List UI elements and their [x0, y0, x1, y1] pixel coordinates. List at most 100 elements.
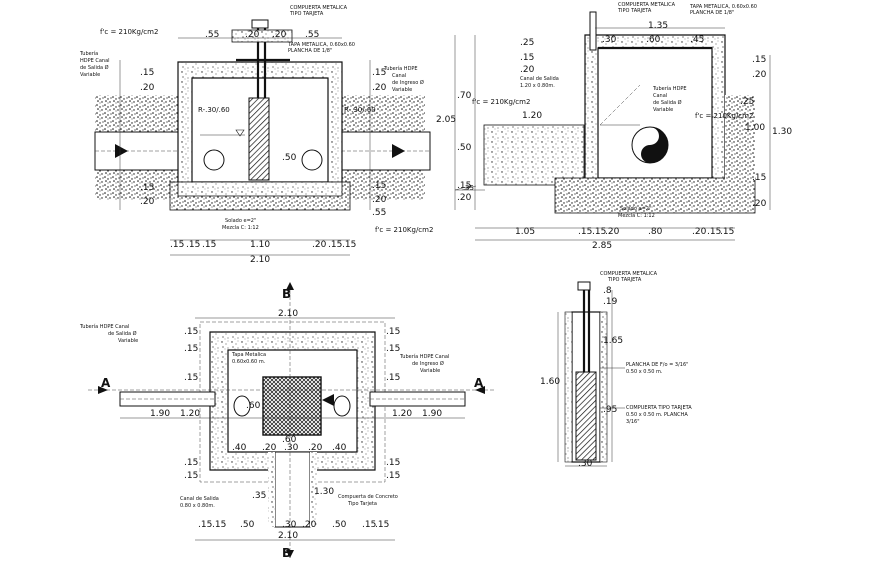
section-a-labels: COMPUERTA METALICA TIPO TARJETA .55 .20 … — [79, 5, 433, 265]
sa-fc-right: f'c = 210Kg/cm2 — [375, 226, 433, 234]
sa-bdim-5: .20 — [312, 240, 327, 250]
plan-ldim-1: .15 — [184, 327, 198, 337]
dt-comp-1: COMPUERTA TIPO TARJETA — [626, 405, 692, 411]
sb-ldim-2: .15 — [520, 53, 534, 63]
plan-bdim-7: .15 — [362, 520, 376, 530]
sa-tub-right-1: Tubería HDPE — [383, 65, 418, 72]
sa-solado-1: Solado e=2" — [225, 218, 256, 224]
sa-tub-left-1: Tubería — [79, 50, 98, 57]
sb-tub-4: Variable — [653, 107, 673, 113]
sa-bl-dim-1: .15 — [140, 183, 154, 193]
dt-comp-2: 0.50 x 0.50 m. PLANCHA — [626, 412, 688, 418]
sa-level-2: R-.30/.60 — [344, 106, 376, 114]
plan-idim-2: .20 — [262, 443, 277, 453]
canal-block — [483, 124, 585, 186]
flow-arrow-right — [392, 144, 405, 158]
plan-walls — [209, 331, 376, 471]
sa-right-dim-2: .20 — [372, 83, 387, 93]
plan-tapa-1: Tapa Metalica — [231, 352, 266, 358]
sa-total: 2.10 — [250, 255, 270, 265]
sa-tapa-1: TAPA METALICA, 0.60x0.60 — [287, 42, 355, 48]
sa-tub-right-2: Canal — [392, 73, 406, 79]
sb-tapa-1: TAPA METALICA, 0.60x0.60 — [689, 4, 757, 10]
dt-dim-4: 1.60 — [540, 377, 560, 387]
sa-comp-label-1: COMPUERTA METALICA — [290, 5, 348, 11]
plan-bdim-5: .20 — [302, 520, 317, 530]
sb-rdim-4: 1.00 — [745, 123, 765, 133]
sb-top-dim-4: .45 — [690, 35, 704, 45]
plan-flow-arrow — [322, 394, 334, 406]
dt-dim-5: .95 — [603, 405, 617, 415]
sa-left-dim-1: .15 — [140, 68, 154, 78]
plan-total-bottom: 2.10 — [278, 531, 298, 541]
plan-idim-5: .40 — [332, 443, 347, 453]
sb-bdim-5: .80 — [648, 227, 663, 237]
dt-dim-3: 1.65 — [603, 336, 623, 346]
sb-bdim-1: 1.05 — [515, 227, 535, 237]
sa-fc-left: f'c = 210Kg/cm2 — [100, 28, 158, 36]
plan-rdim-3: .15 — [386, 373, 400, 383]
sa-bdim-1: .15 — [170, 240, 184, 250]
sb-ldim-1: .25 — [520, 38, 534, 48]
sb-rdim-1: .15 — [752, 55, 766, 65]
plan-canal-2: 0.80 x 0.80m. — [180, 503, 215, 509]
sa-dim-top-2: .20 — [245, 30, 260, 40]
flow-arrow-left — [115, 144, 128, 158]
plan-dim-35: .35 — [252, 491, 266, 501]
sa-level-1: R-.30/.60 — [198, 106, 230, 114]
sb-bdim-2: .15 — [578, 227, 592, 237]
plan-pdim-r2: 1.90 — [422, 409, 442, 419]
plan-ldim-3: .15 — [184, 373, 198, 383]
plan-pdim-l1: 1.90 — [150, 409, 170, 419]
sb-ldim-5: 2.05 — [436, 115, 456, 125]
dt-dim-1: .8 — [603, 286, 612, 296]
plan-tapa-2: 0.60x0.60 m. — [232, 359, 266, 365]
plan-section-a-right: A — [474, 376, 484, 390]
plan-bdim-3: .50 — [240, 520, 255, 530]
sb-bdim-7: .15 — [707, 227, 721, 237]
sa-bdim-6: .15 — [328, 240, 342, 250]
sb-fc-left: f'c = 210Kg/cm2 — [472, 98, 530, 106]
sb-bdim-4: .20 — [605, 227, 620, 237]
sb-top-dim-2: .30 — [602, 35, 617, 45]
plan-bdim-8: .15 — [375, 520, 389, 530]
sb-solado-2: Mezcla C: 1:12 — [618, 213, 655, 219]
sa-bl-dim-2: .20 — [140, 197, 155, 207]
sa-tapa-2: PLANCHA DE 1/8" — [288, 48, 332, 54]
sb-tub-1: Tubería HDPE — [652, 85, 687, 92]
sa-bdim-4: 1.10 — [250, 240, 270, 250]
sa-bdim-7: .15 — [342, 240, 356, 250]
plan-cover — [262, 376, 322, 436]
sb-canal-1: Canal de Salida — [520, 76, 559, 82]
sa-br-dim-3: .55 — [372, 208, 386, 218]
plan-ldim-5: .15 — [184, 471, 198, 481]
sa-dim-top-1: .55 — [205, 30, 219, 40]
sb-fc-right: f'c = 210Kg/cm2 — [695, 112, 753, 120]
sb-bdim-3: .15 — [592, 227, 606, 237]
plan-pdim-r1: 1.20 — [392, 409, 412, 419]
sb-ldim-4: .70 — [457, 91, 472, 101]
sb-comp-label-2: TIPO TARJETA — [617, 8, 652, 14]
sa-tub-left-2: HDPE Canal — [80, 58, 110, 64]
sb-marker: 35 — [465, 184, 474, 192]
detail-gate-panel — [575, 371, 597, 461]
plan-idim-1: .40 — [232, 443, 247, 453]
detail-view — [557, 281, 625, 467]
plan-tub-left-2: de Salida Ø — [108, 330, 137, 337]
plan-bdim-4: .30 — [282, 520, 297, 530]
plan-ldim-4: .15 — [184, 458, 198, 468]
sb-rdim-2: .20 — [752, 70, 767, 80]
sb-ldim-3: .20 — [520, 65, 535, 75]
sb-dim-120: 1.20 — [522, 111, 542, 121]
dt-plancha-1: PLANCHA DE F/o = 3/16" — [626, 362, 688, 368]
sa-bdim-2: .15 — [186, 240, 200, 250]
plan-section-b-bottom: B — [282, 546, 291, 560]
plan-bdim-6: .50 — [332, 520, 347, 530]
plan-section-a-left: A — [101, 376, 111, 390]
plan-rdim-5: .15 — [386, 471, 400, 481]
sb-tub-2: Canal — [653, 93, 667, 99]
sb-bdim-8: .15 — [720, 227, 734, 237]
sb-rdim-6: .15 — [752, 173, 766, 183]
sb-tub-3: de Salida Ø — [653, 99, 682, 106]
